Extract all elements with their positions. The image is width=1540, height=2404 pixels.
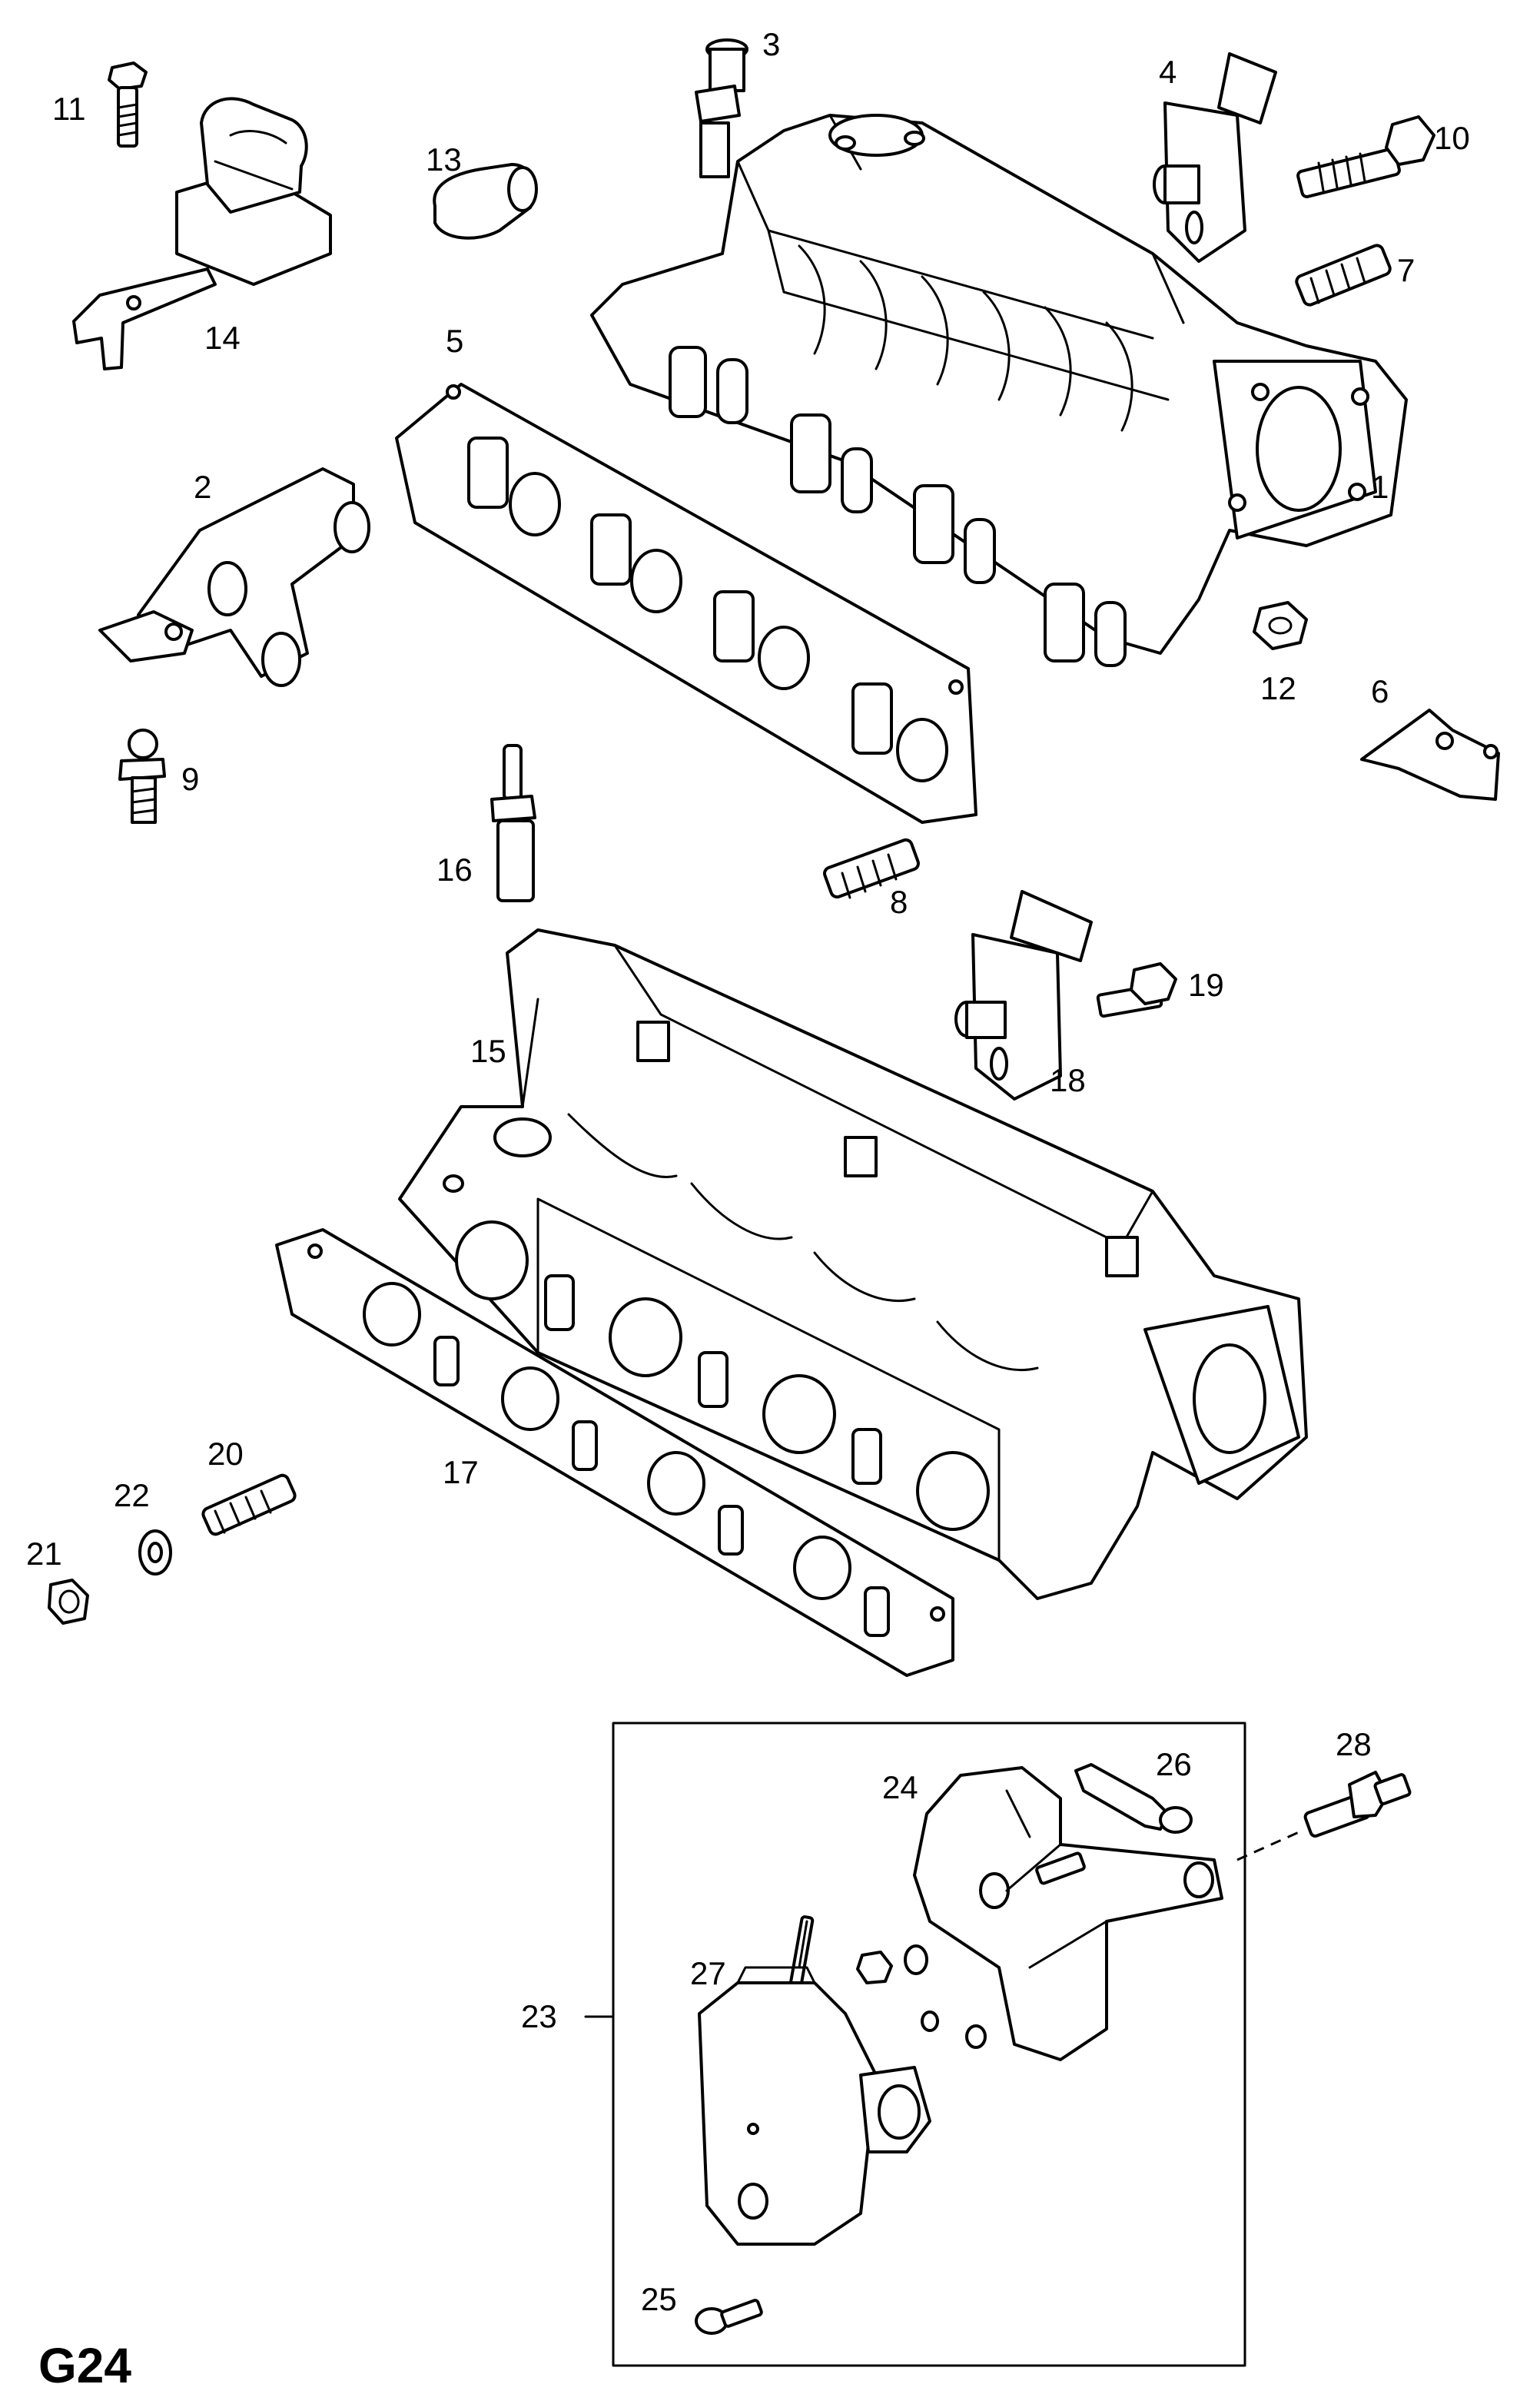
callout-21: 21 [26,1536,62,1572]
part-2-bracket [98,467,370,687]
callout-12: 12 [1260,670,1296,706]
page-code: G24 [38,2338,131,2393]
callout-8: 8 [890,884,908,920]
part-12-nut [1253,601,1308,650]
callout-5: 5 [446,323,463,359]
callout-25: 25 [641,2281,677,2317]
callout-7: 7 [1397,252,1415,288]
callout-20: 20 [207,1436,244,1472]
part-17-gasket [275,1228,954,1677]
callout-18: 18 [1050,1062,1086,1098]
part-25-screw [695,2299,763,2335]
part-14-bracket [72,97,332,370]
callout-4: 4 [1159,54,1177,90]
callout-16: 16 [436,852,473,888]
callout-1: 1 [1371,469,1389,505]
part-24-bracket [913,1766,1223,2061]
callout-22: 22 [114,1477,150,1513]
part-28-bolt [1303,1771,1412,1838]
callout-3: 3 [762,26,780,62]
part-20-stud [201,1473,297,1536]
part-7-stud [1295,244,1392,307]
part-6-bracket [1360,709,1500,801]
callout-2: 2 [194,469,211,505]
part-27-actuator [698,1920,931,2246]
part-19-bolt [1096,962,1177,1018]
part-10-bolt [1296,115,1435,198]
part-5-gasket [395,383,977,824]
callout-14: 14 [204,320,241,356]
part-21-nut [48,1579,89,1625]
part-16-stud [490,744,536,902]
callout-6: 6 [1371,673,1389,709]
callout-11: 11 [52,91,86,127]
callout-10: 10 [1434,120,1470,156]
part-1-intake-manifold [590,114,1408,667]
part-13-plug [433,163,538,240]
callout-23: 23 [521,1998,557,2034]
part-26-clip [1074,1763,1193,1834]
part-4-sensor [1153,52,1277,263]
callout-15: 15 [470,1033,506,1069]
part-15-lower-manifold [398,928,1308,1600]
callout-26: 26 [1156,1746,1192,1782]
part-3-stud [695,38,748,178]
part-11-bolt [108,61,148,148]
callout-17: 17 [443,1454,479,1490]
callout-24: 24 [882,1769,918,1805]
part-9-ball-stud [118,729,166,824]
part-8-stud [823,838,920,899]
callout-13: 13 [426,141,462,178]
part-22-washer [138,1529,172,1576]
callout-27: 27 [690,1955,726,1991]
callout-19: 19 [1188,967,1224,1003]
callout-28: 28 [1336,1726,1372,1762]
callout-9: 9 [181,761,199,797]
part-18-sensor [954,890,1093,1101]
assembly-23-box [584,1722,1299,2367]
